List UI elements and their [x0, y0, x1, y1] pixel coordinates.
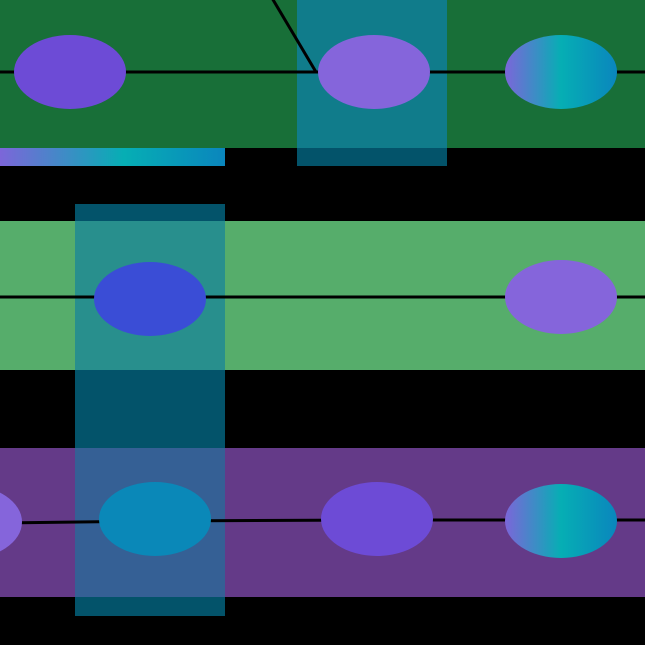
node-bottom-1[interactable]	[0, 485, 22, 559]
node-middle-1[interactable]	[94, 262, 206, 336]
node-bottom-3[interactable]	[321, 482, 433, 556]
node-bottom-2[interactable]	[99, 482, 211, 556]
node-bottom-4[interactable]	[505, 484, 617, 558]
gradient-bar	[0, 148, 225, 166]
node-top-1[interactable]	[14, 35, 126, 109]
column-highlight-left-cap	[75, 204, 225, 221]
column-highlight-left-gap	[75, 370, 225, 448]
node-top-3[interactable]	[505, 35, 617, 109]
edge-top-diagonal	[271, 0, 318, 73]
column-highlight-left-tail	[75, 597, 225, 616]
column-highlight-top-tail	[297, 148, 447, 166]
node-middle-2[interactable]	[505, 260, 617, 334]
node-top-2[interactable]	[318, 35, 430, 109]
